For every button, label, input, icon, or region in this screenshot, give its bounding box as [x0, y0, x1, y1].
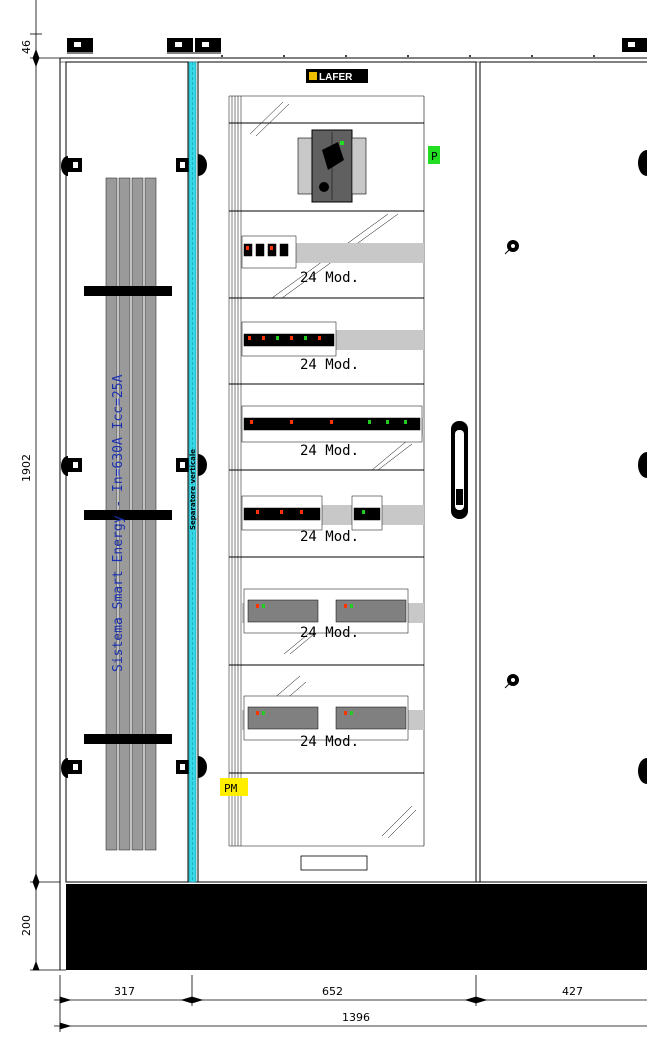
breaker-group: [243, 588, 409, 634]
lifting-eye-icon: [67, 38, 93, 54]
hinge-icon: [176, 154, 207, 176]
p-tag-label: P: [431, 150, 438, 163]
dim-col2-width: 652: [322, 985, 343, 998]
separator-label: Separatore verticale: [189, 449, 197, 530]
breaker-group: [241, 405, 423, 443]
lifting-eye-icon: [622, 38, 647, 52]
hinges: [61, 150, 647, 784]
hinge-icon: [638, 758, 647, 784]
dim-top-offset: 46: [20, 40, 33, 54]
module-label: 24 Mod.: [300, 357, 359, 373]
pm-tag: [220, 778, 248, 796]
busbar-support-top: [84, 286, 172, 296]
module-label: 24 Mod.: [300, 443, 359, 459]
lifting-eyes: [67, 38, 647, 57]
breaker-group: [243, 695, 409, 741]
cabinet-base: [66, 884, 647, 970]
main-switch-icon: [297, 129, 367, 203]
p-tag: [428, 146, 440, 164]
busbar-support-bottom: [84, 734, 172, 744]
horizontal-dimensions: [54, 975, 647, 1032]
door-handle-icon: [451, 421, 468, 519]
busbar-system: Sistema Smart Energy - In=630A Icc=25A: [84, 177, 172, 851]
breaker-group: [241, 495, 383, 531]
hinge-icon: [638, 150, 647, 176]
vertical-separator: Separatore verticale: [188, 61, 197, 883]
hinge-icon: [638, 452, 647, 478]
dim-total-height: 1902: [20, 454, 33, 482]
lifting-eye-icon: [167, 38, 221, 54]
vertical-dimensions: [30, 0, 66, 971]
hinge-icon: [61, 758, 82, 778]
hinge-icon: [61, 456, 82, 476]
center-panel: LAFER: [220, 69, 468, 871]
brand-name: LAFER: [319, 72, 353, 83]
busbar-support-middle: [84, 510, 172, 520]
dim-col1-width: 317: [114, 985, 135, 998]
nameplate: [300, 855, 368, 871]
hinge-icon: [61, 156, 82, 176]
lifting-eye-icon: [167, 38, 193, 52]
hinge-icon: [176, 454, 207, 476]
busbar-label: Sistema Smart Energy - In=630A Icc=25A: [111, 374, 126, 672]
dim-total-width: 1396: [342, 1011, 370, 1024]
breaker-group: [241, 235, 297, 269]
breaker-group: [241, 321, 337, 357]
pm-tag-label: PM: [224, 782, 238, 795]
brand-logo: LAFER: [306, 69, 368, 83]
dim-base-height: 200: [20, 915, 33, 936]
dim-col3-width: 427: [562, 985, 583, 998]
module-label: 24 Mod.: [300, 270, 359, 286]
hinge-icon: [176, 756, 207, 778]
lock-icon: [504, 240, 519, 255]
module-label: 24 Mod.: [300, 625, 359, 641]
lock-icon: [504, 674, 519, 689]
module-label: 24 Mod.: [300, 734, 359, 750]
module-label: 24 Mod.: [300, 529, 359, 545]
